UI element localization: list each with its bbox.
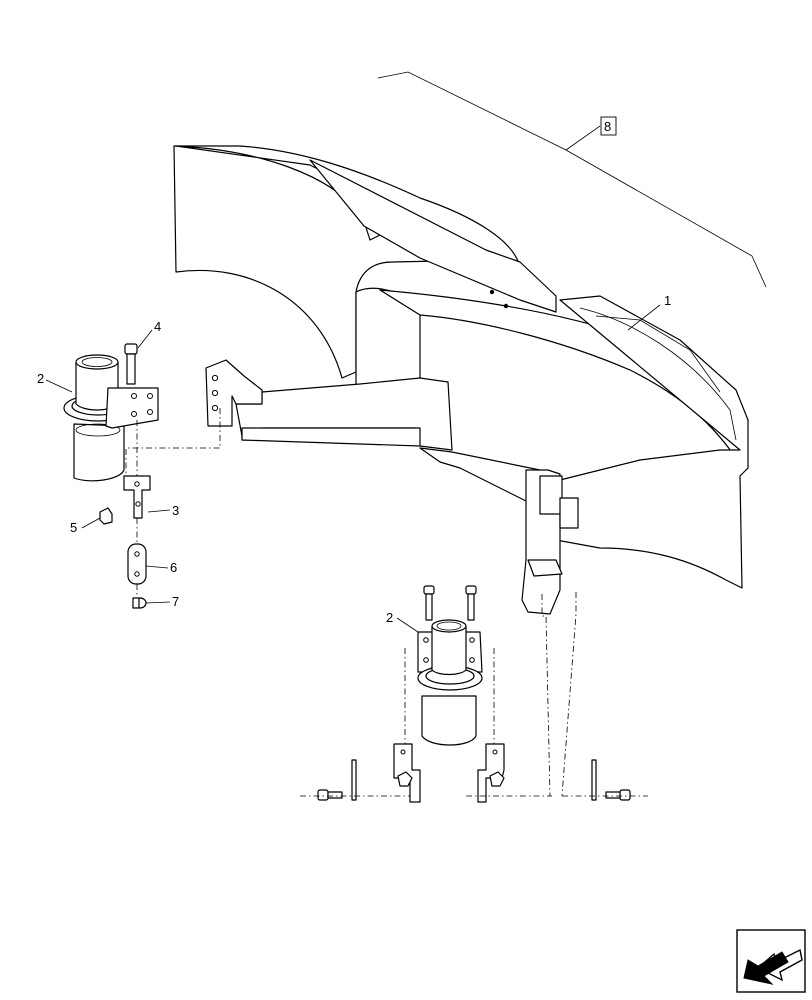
callout-5: 5 (70, 520, 77, 535)
callout-2-left: 2 (37, 371, 44, 386)
callout-6: 6 (170, 560, 177, 575)
nut-5: 5 (70, 507, 113, 535)
pivot-housing-left: 2 (37, 354, 159, 482)
bolt-7: 7 (132, 594, 179, 609)
callout-2-lower: 2 (386, 610, 393, 625)
plate-6: 6 (127, 543, 177, 585)
next-page-arrow-icon[interactable] (736, 929, 806, 993)
bolt-4: 4 (124, 319, 161, 385)
assembly-lines-left (125, 408, 221, 598)
fender-assembly: 1 (173, 145, 749, 615)
callout-3: 3 (172, 503, 179, 518)
assembly-bracket-8: 8 (377, 71, 767, 288)
callout-4: 4 (154, 319, 161, 334)
pivot-housing-lower: 2 (386, 585, 483, 746)
callout-1: 1 (664, 293, 671, 308)
callout-8: 8 (604, 119, 611, 134)
lower-mount-hardware (300, 592, 648, 803)
callout-7: 7 (172, 594, 179, 609)
bracket-3: 3 (123, 475, 179, 519)
